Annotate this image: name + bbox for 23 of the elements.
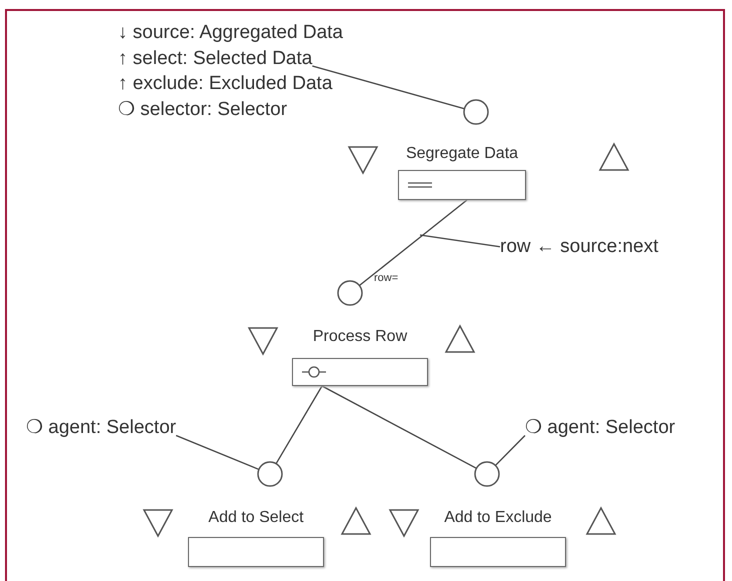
process-title: Process Row [312,328,408,346]
connector-line [276,386,323,464]
process-title: Add to Select [207,509,305,527]
port-circle [473,460,501,488]
process-title: Add to Exclude [443,509,553,527]
process-title: Segregate Data [404,145,520,163]
note-text: ❍ agent: Selector [525,415,676,440]
note-text: ❍ agent: Selector [26,415,176,440]
connector-line [322,385,477,469]
port-label: row= [374,272,398,284]
note-text: ↓ source: Aggregated Data [118,21,343,45]
note-text: ↑ exclude: Excluded Data [118,72,332,96]
port-circle [256,460,284,488]
leader-line [176,434,260,470]
leader-line [420,234,500,248]
connector-line [359,200,468,286]
port-circle [336,279,364,307]
note-text: row ← source:next [500,234,658,260]
port-circle [462,98,490,126]
note-text: ❍ selector: Selector [118,98,288,122]
leader-line [312,65,465,110]
note-text: ↑ select: Selected Data [118,46,312,70]
leader-line [494,435,526,466]
